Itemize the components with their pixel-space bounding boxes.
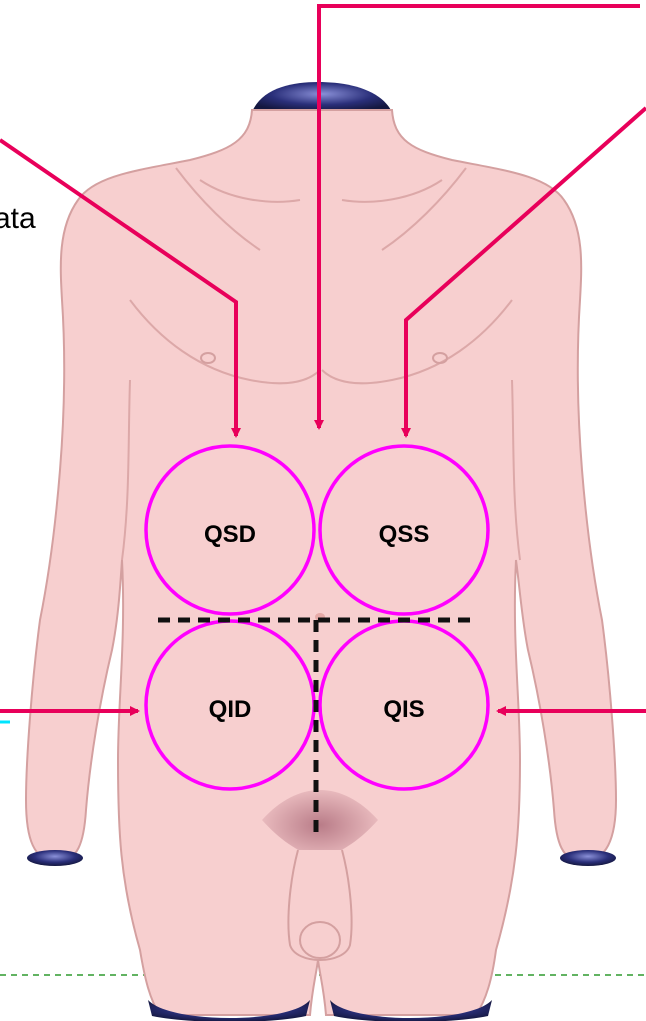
- genital-outline: [288, 850, 351, 960]
- neck-cap: [252, 82, 392, 112]
- right-hand-cap: [560, 850, 616, 866]
- label-qsd: QSD: [204, 521, 256, 548]
- label-qss: QSS: [379, 521, 430, 548]
- label-qis: QIS: [383, 696, 424, 723]
- label-qid: QID: [209, 696, 252, 723]
- left-hand-cap: [27, 850, 83, 866]
- partial-label-text: ata: [0, 202, 36, 235]
